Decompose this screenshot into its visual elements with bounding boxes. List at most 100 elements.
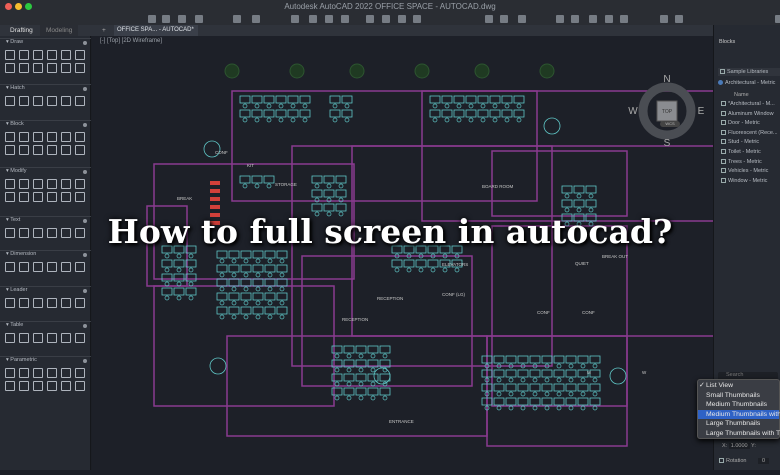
palette-tool-icon[interactable] <box>33 179 43 189</box>
section-options-icon[interactable] <box>83 289 87 293</box>
document-tab[interactable]: OFFICE SPA... - AUTOCAD* <box>114 25 198 36</box>
palette-tool-icon[interactable] <box>61 228 71 238</box>
compass-e[interactable]: E <box>698 106 705 117</box>
palette-tool-icon[interactable] <box>33 145 43 155</box>
palette-tool-icon[interactable] <box>75 192 85 202</box>
palette-section-parametric[interactable]: ▾ Parametric <box>0 356 91 363</box>
palette-tool-icon[interactable] <box>5 298 15 308</box>
palette-tool-icon[interactable] <box>47 96 57 106</box>
palette-tool-icon[interactable] <box>61 179 71 189</box>
palette-tool-icon[interactable] <box>75 368 85 378</box>
toolbar-tool-icon[interactable] <box>252 15 260 23</box>
block-list-item[interactable]: Aluminum Window <box>721 111 774 117</box>
toolbar-tool-icon[interactable] <box>675 15 683 23</box>
palette-tool-icon[interactable] <box>19 50 29 60</box>
palette-tool-icon[interactable] <box>19 368 29 378</box>
library-selector[interactable]: Sample Libraries <box>718 68 780 76</box>
palette-tool-icon[interactable] <box>47 132 57 142</box>
new-tab-button[interactable]: + <box>102 27 106 34</box>
block-list-item[interactable]: Toilet - Metric <box>721 149 761 155</box>
palette-tool-icon[interactable] <box>47 298 57 308</box>
menu-item[interactable]: Large Thumbnails with T... <box>706 429 780 437</box>
palette-tool-icon[interactable] <box>75 298 85 308</box>
palette-section-leader[interactable]: ▾ Leader <box>0 286 91 293</box>
section-options-icon[interactable] <box>83 87 87 91</box>
search-input[interactable]: Search <box>718 372 778 380</box>
palette-tool-icon[interactable] <box>5 368 15 378</box>
palette-tool-icon[interactable] <box>33 192 43 202</box>
block-list-item[interactable]: Stud - Metric <box>721 139 759 145</box>
section-options-icon[interactable] <box>83 219 87 223</box>
palette-section-draw[interactable]: ▾ Draw <box>0 38 91 45</box>
section-options-icon[interactable] <box>83 170 87 174</box>
rotation-input[interactable]: 0 <box>758 458 770 464</box>
palette-tool-icon[interactable] <box>47 192 57 202</box>
palette-tool-icon[interactable] <box>61 145 71 155</box>
palette-tool-icon[interactable] <box>33 298 43 308</box>
toolbar-tool-icon[interactable] <box>660 15 668 23</box>
palette-tool-icon[interactable] <box>33 50 43 60</box>
palette-tool-icon[interactable] <box>61 368 71 378</box>
toolbar-tool-icon[interactable] <box>178 15 186 23</box>
toolbar-tool-icon[interactable] <box>775 15 780 23</box>
palette-tool-icon[interactable] <box>47 228 57 238</box>
palette-tool-icon[interactable] <box>75 262 85 272</box>
viewcube[interactable]: TOP N S E W <box>628 72 706 150</box>
menu-item[interactable]: Medium Thumbnails with... <box>698 409 780 420</box>
toolbar-tool-icon[interactable] <box>485 15 493 23</box>
palette-tool-icon[interactable] <box>61 96 71 106</box>
toolbar-tool-icon[interactable] <box>620 15 628 23</box>
toolbar-tool-icon[interactable] <box>413 15 421 23</box>
block-list-item[interactable]: Trees - Metric <box>721 159 762 165</box>
block-list-item[interactable]: Door - Metric <box>721 120 760 126</box>
menu-item[interactable]: Small Thumbnails <box>706 391 760 399</box>
palette-tool-icon[interactable] <box>5 63 15 73</box>
palette-tool-icon[interactable] <box>61 132 71 142</box>
palette-tool-icon[interactable] <box>33 63 43 73</box>
rotation-checkbox[interactable] <box>719 458 724 464</box>
menu-item[interactable]: Large Thumbnails <box>706 420 761 428</box>
tab-modeling[interactable]: Modeling <box>40 25 79 36</box>
toolbar-tool-icon[interactable] <box>195 15 203 23</box>
palette-tool-icon[interactable] <box>5 179 15 189</box>
palette-tool-icon[interactable] <box>75 63 85 73</box>
toolbar-tool-icon[interactable] <box>162 15 170 23</box>
palette-tool-icon[interactable] <box>61 333 71 343</box>
palette-tool-icon[interactable] <box>5 145 15 155</box>
toolbar-tool-icon[interactable] <box>398 15 406 23</box>
block-list-item[interactable]: Fluorescent (Rece... <box>721 130 778 136</box>
section-options-icon[interactable] <box>83 123 87 127</box>
palette-tool-icon[interactable] <box>5 50 15 60</box>
palette-tool-icon[interactable] <box>47 368 57 378</box>
section-options-icon[interactable] <box>83 41 87 45</box>
current-library[interactable]: Architectural - Metric <box>718 80 775 86</box>
palette-tool-icon[interactable] <box>19 96 29 106</box>
palette-tool-icon[interactable] <box>19 179 29 189</box>
close-window-button[interactable] <box>5 3 12 10</box>
toolbar-tool-icon[interactable] <box>233 15 241 23</box>
palette-tool-icon[interactable] <box>75 381 85 391</box>
palette-tool-icon[interactable] <box>61 262 71 272</box>
tab-drafting[interactable]: Drafting <box>10 27 33 34</box>
palette-tool-icon[interactable] <box>33 262 43 272</box>
x-scale-input[interactable]: 1.0000 <box>728 443 750 449</box>
palette-tool-icon[interactable] <box>47 145 57 155</box>
toolbar-tool-icon[interactable] <box>605 15 613 23</box>
toolbar-tool-icon[interactable] <box>571 15 579 23</box>
palette-tool-icon[interactable] <box>5 96 15 106</box>
viewport-controls[interactable]: [-] [Top] [2D Wireframe] <box>100 38 163 44</box>
toolbar-tool-icon[interactable] <box>589 15 597 23</box>
palette-tool-icon[interactable] <box>5 132 15 142</box>
palette-tool-icon[interactable] <box>75 96 85 106</box>
palette-tool-icon[interactable] <box>19 192 29 202</box>
menu-item[interactable]: Medium Thumbnails <box>706 401 768 409</box>
palette-tool-icon[interactable] <box>5 228 15 238</box>
palette-tool-icon[interactable] <box>33 96 43 106</box>
compass-ring[interactable] <box>638 82 696 140</box>
block-list-item[interactable]: Vehicles - Metric <box>721 168 768 174</box>
palette-section-hatch[interactable]: ▾ Hatch <box>0 84 91 91</box>
palette-tool-icon[interactable] <box>19 298 29 308</box>
palette-tool-icon[interactable] <box>75 228 85 238</box>
palette-tool-icon[interactable] <box>47 63 57 73</box>
